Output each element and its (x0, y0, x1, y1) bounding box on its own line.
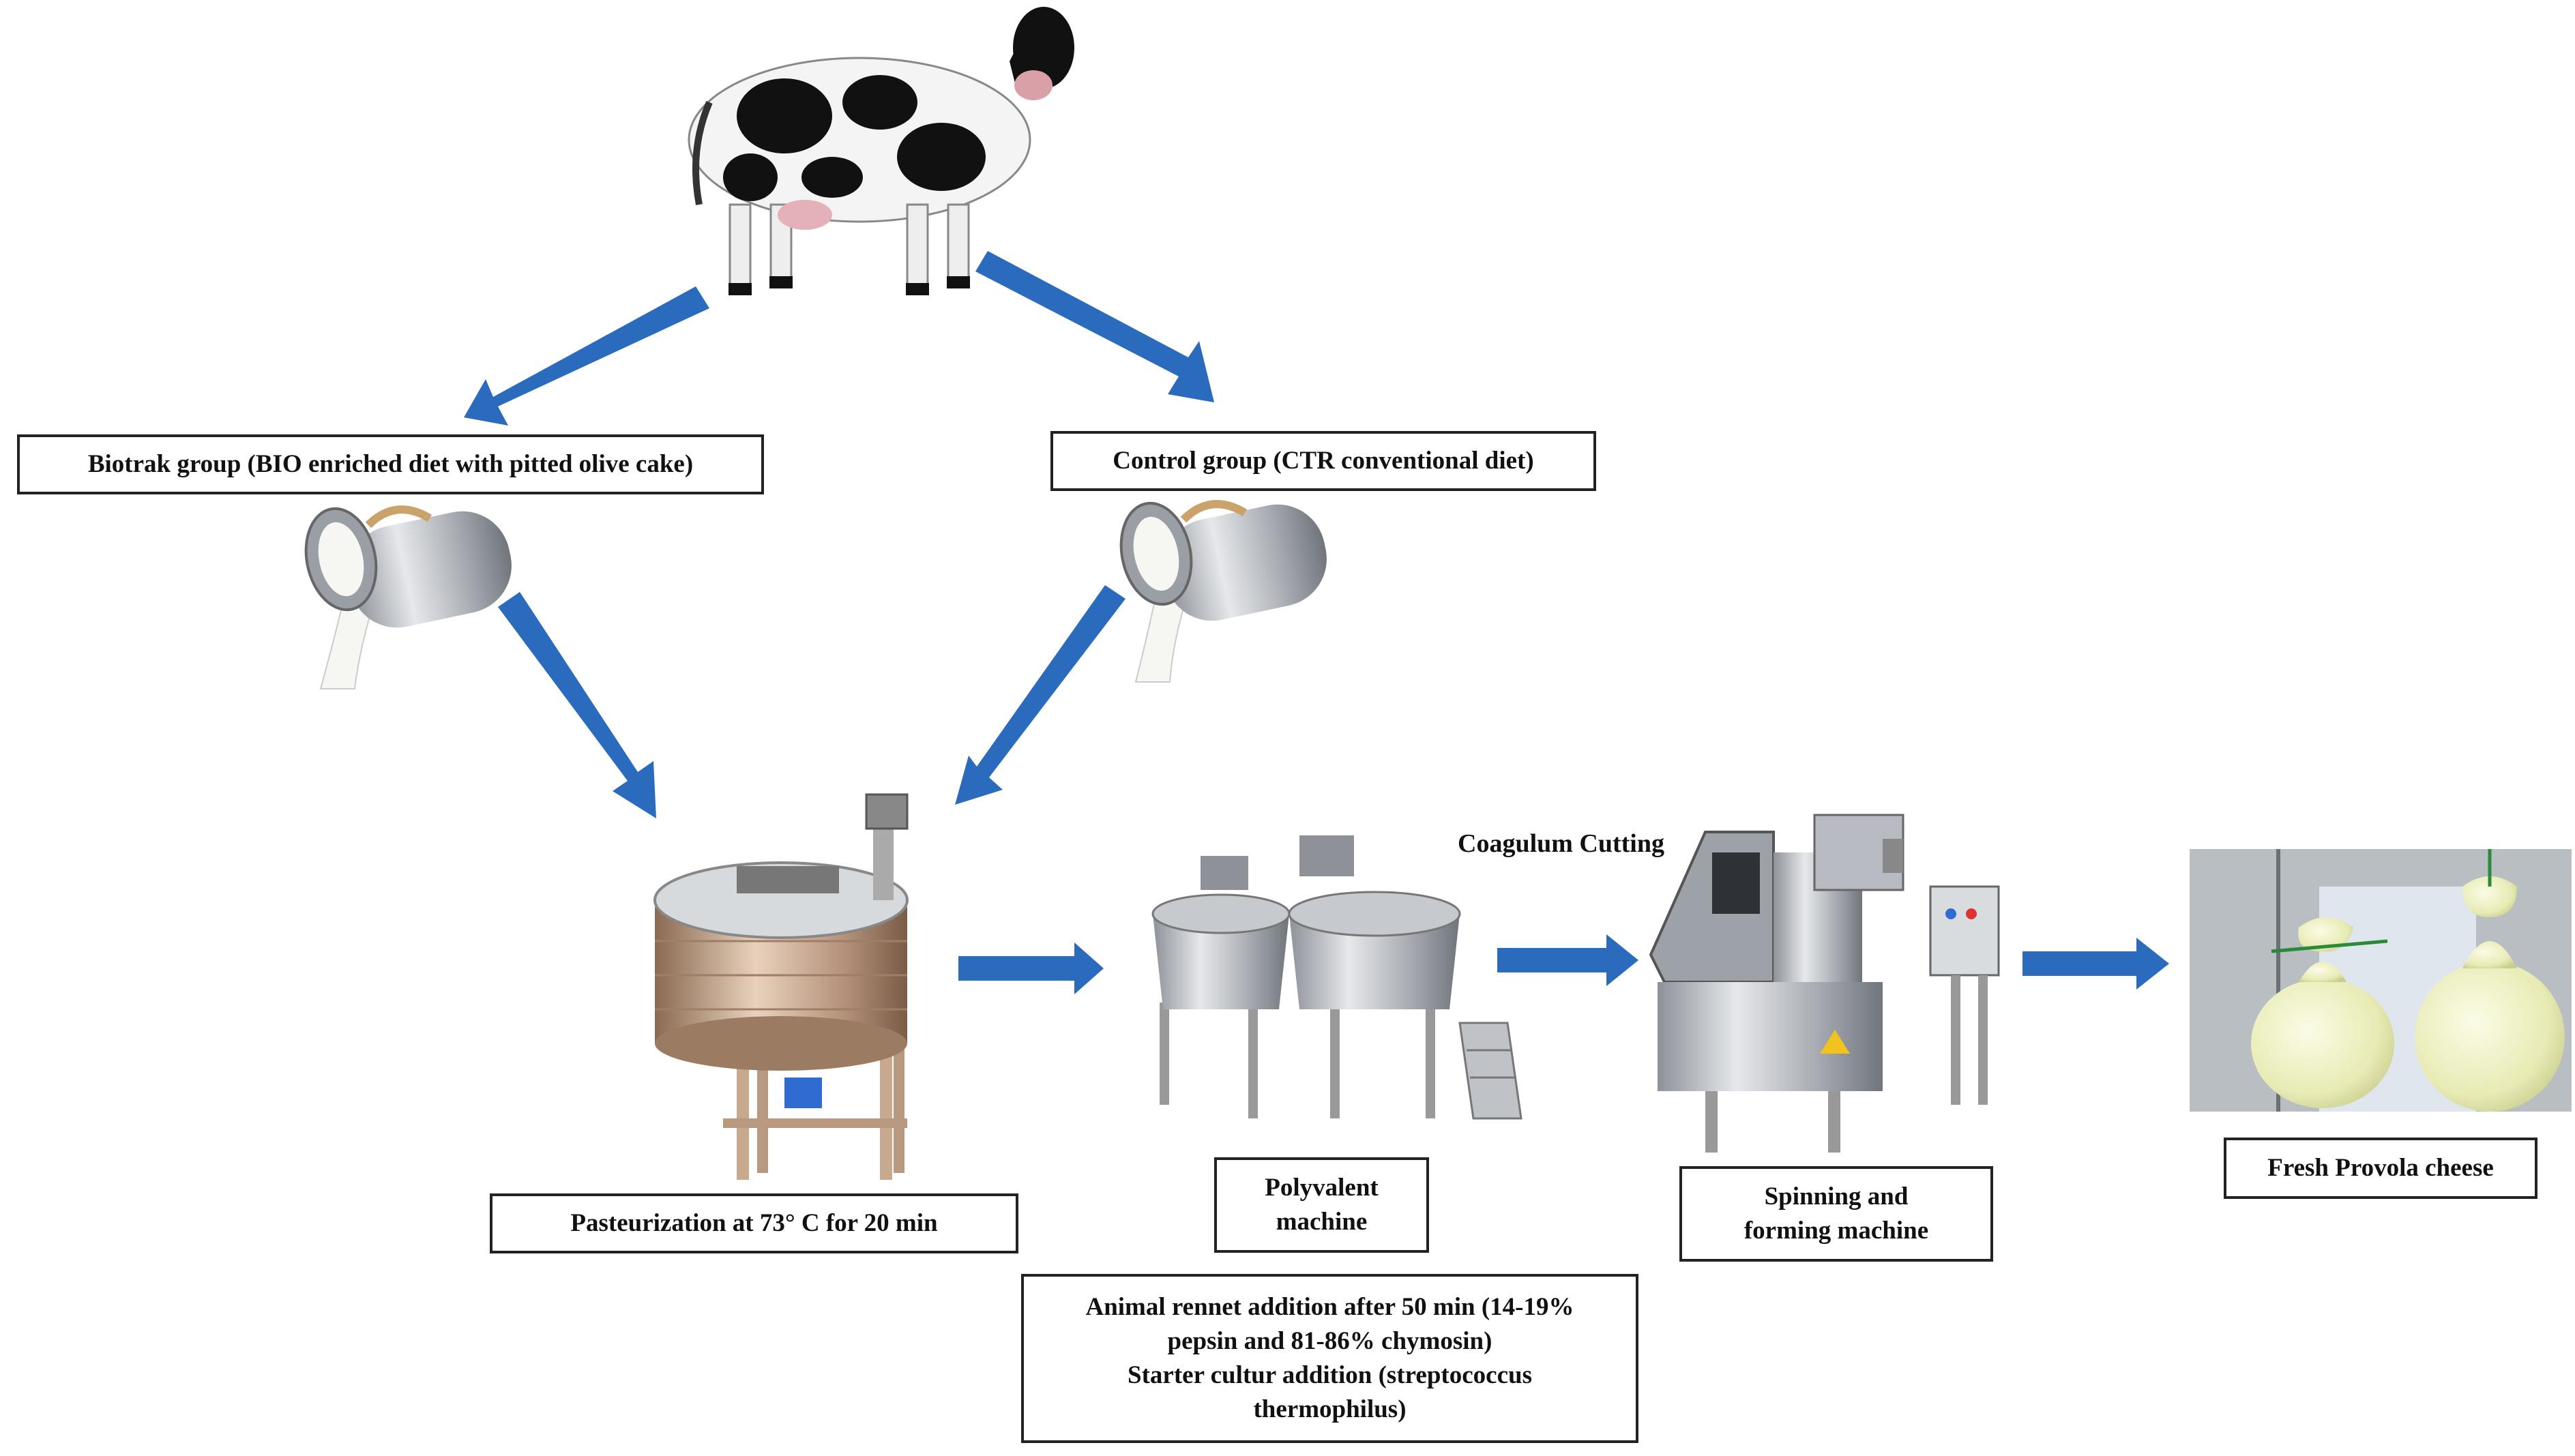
fresh-provola-label: Fresh Provola cheese (2267, 1154, 2494, 1183)
spinning-machine-image (1649, 814, 2000, 1153)
polyvalent-machine-label: Polyvalent machine (1265, 1174, 1379, 1236)
fresh-provola-box: Fresh Provola cheese (2224, 1138, 2537, 1199)
control-group-box: Control group (CTR conventional diet) (1050, 431, 1596, 491)
rennet-addition-label: Animal rennet addition after 50 min (14-… (1085, 1293, 1574, 1423)
arrow-spinning-to-cheese (2022, 938, 2169, 990)
milk-can-icon (1119, 500, 1327, 683)
spinning-machine-label: Spinning and forming machine (1743, 1183, 1929, 1245)
flow-arrows (464, 251, 2169, 994)
control-group-label: Control group (CTR conventional diet) (1113, 447, 1534, 475)
cow-illustration (688, 7, 1074, 295)
arrow-polyvalent-to-spinning (1497, 934, 1638, 986)
spinning-machine-box: Spinning and forming machine (1679, 1166, 1993, 1262)
biotrak-group-label: Biotrak group (BIO enriched diet with pi… (87, 450, 694, 479)
arrow-pasteurizer-to-polyvalent (958, 942, 1104, 994)
coagulum-cutting-label: Coagulum Cutting (1458, 829, 1664, 858)
polyvalent-machine-box: Polyvalent machine (1214, 1157, 1429, 1253)
arrow-biotrak-to-pasteurizer (498, 592, 656, 818)
pasteurization-label: Pasteurization at 73° C for 20 min (570, 1209, 938, 1238)
arrow-cow-to-biotrak (464, 286, 709, 426)
pasteurizer-vat-image (653, 793, 909, 1180)
arrow-control-to-pasteurizer (955, 585, 1125, 805)
rennet-addition-box: Animal rennet addition after 50 min (14-… (1021, 1274, 1638, 1443)
arrow-cow-to-control (975, 251, 1214, 402)
biotrak-group-box: Biotrak group (BIO enriched diet with pi… (17, 434, 764, 494)
polyvalent-machine-image (1151, 835, 1522, 1120)
provola-cheese-photo (2190, 849, 2572, 1112)
pasteurization-box: Pasteurization at 73° C for 20 min (490, 1193, 1018, 1253)
milk-can-icon (304, 505, 512, 689)
